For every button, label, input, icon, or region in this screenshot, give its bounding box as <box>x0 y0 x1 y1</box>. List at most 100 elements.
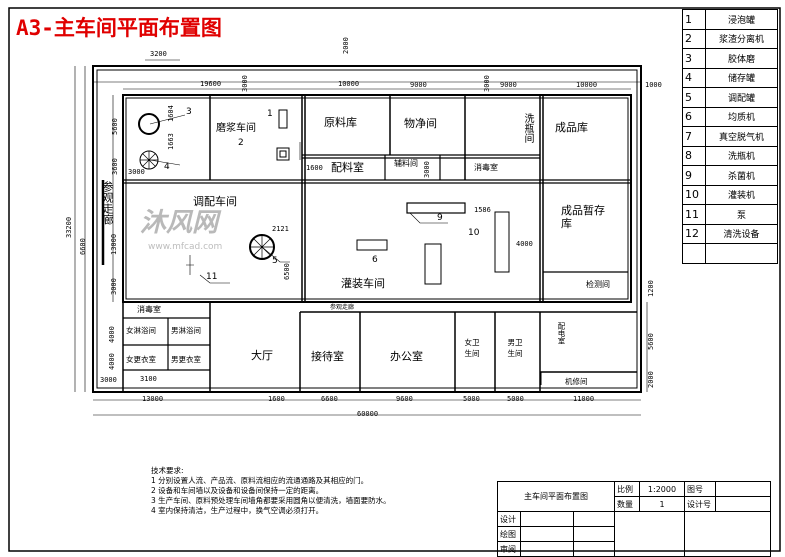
dim: 6500 <box>283 263 291 280</box>
room-female-wc: 女卫生间 <box>464 338 480 358</box>
legend-no: 9 <box>682 165 706 186</box>
dim: 3000 <box>241 75 249 92</box>
dim: 1600 <box>268 395 285 403</box>
dim: 3100 <box>140 375 157 383</box>
production-wall <box>122 94 632 303</box>
legend-name: 真空脱气机 <box>705 126 778 147</box>
room-hall: 大厅 <box>251 349 273 362</box>
room-corridor: 参观走廊 <box>101 181 114 225</box>
sheet-border <box>8 7 781 552</box>
legend-no: 11 <box>682 204 706 225</box>
legend-no: 12 <box>682 223 706 244</box>
requirement-item: 3 生产车间、原料预处理车间墙角都要采用圆角以便清洗，墙面要防水。 <box>151 496 391 505</box>
dim: 10000 <box>338 80 360 88</box>
room-inspection: 检测间 <box>586 280 610 289</box>
legend-no: 4 <box>682 67 706 88</box>
room-male-wc: 男卫生间 <box>507 338 523 358</box>
requirements-heading: 技术要求: <box>151 466 184 475</box>
dim: 1663 <box>167 133 175 150</box>
room-raw-store: 原料库 <box>324 116 357 129</box>
dim: 1000 <box>645 81 662 89</box>
drawing-no-label: 图号 <box>684 481 716 497</box>
dim: 1604 <box>167 105 175 122</box>
dim: 4000 <box>516 240 533 248</box>
room-male-locker: 男更衣室 <box>171 355 201 364</box>
dim: 1600 <box>306 164 323 172</box>
legend-name: 浸泡罐 <box>705 9 778 30</box>
dim: 3200 <box>150 50 167 58</box>
dim: 6600 <box>79 238 87 255</box>
legend-no: 7 <box>682 126 706 147</box>
room-disinfect-top: 消毒室 <box>474 163 498 172</box>
drawing-title: A3-主车间平面布置图 <box>16 16 222 40</box>
room-female-locker: 女更衣室 <box>126 355 156 364</box>
drafter-label: 绘图 <box>497 526 521 542</box>
requirement-item: 4 室内保持清洁，生产过程中，换气空调必须打开。 <box>151 506 324 515</box>
room-grinding: 磨浆车间 <box>216 123 256 134</box>
room-office: 办公室 <box>390 350 423 363</box>
dim: 3000 <box>423 161 431 178</box>
watermark-logo: 沐风网 <box>140 208 219 238</box>
quantity-label: 数量 <box>614 496 640 512</box>
legend-name: 清洗设备 <box>705 223 778 244</box>
equipment-label: 10 <box>468 228 480 238</box>
dim: 9000 <box>500 81 517 89</box>
room-filling: 灌装车间 <box>341 277 385 290</box>
dim: 33200 <box>65 216 73 238</box>
dim: 5600 <box>111 118 119 135</box>
room-reception: 接待室 <box>311 350 344 363</box>
room-male-shower: 男淋浴间 <box>171 326 201 335</box>
design-no-label: 设计号 <box>684 496 716 512</box>
room-bottle-wash: 洗瓶间 <box>522 113 533 143</box>
outer-wall <box>92 65 642 393</box>
legend-name: 调配罐 <box>705 87 778 108</box>
dim: 6600 <box>321 395 338 403</box>
dim: 4000 <box>108 353 116 370</box>
dim: 2000 <box>342 37 350 54</box>
quantity-value: 1 <box>639 496 685 512</box>
dim: 11000 <box>573 395 595 403</box>
room-clean: 物净间 <box>404 117 437 130</box>
equipment-label: 1 <box>267 109 273 119</box>
scale-label: 比例 <box>614 481 640 497</box>
watermark-url: www.mfcad.com <box>148 242 223 252</box>
legend-no: 6 <box>682 106 706 127</box>
equipment-label: 4 <box>164 162 170 172</box>
reviewer-label: 审阅 <box>497 541 521 557</box>
requirement-item: 1 分别设置人流、产品流、原料流相应的流通通路及其相应的门。 <box>151 476 369 485</box>
legend-name: 储存罐 <box>705 67 778 88</box>
legend-name: 胶体磨 <box>705 48 778 69</box>
scale-value: 1:2000 <box>639 481 685 497</box>
legend-name: 均质机 <box>705 106 778 127</box>
legend-no: 2 <box>682 28 706 49</box>
room-batching: 配料室 <box>331 161 364 174</box>
equipment-label: 5 <box>272 256 278 266</box>
equipment-label: 11 <box>206 272 218 282</box>
legend-no: 8 <box>682 145 706 166</box>
room-auxiliary: 辅料间 <box>394 159 418 168</box>
room-product-store: 成品库 <box>555 121 588 134</box>
dim: 13000 <box>142 395 164 403</box>
dim: 19600 <box>200 80 222 88</box>
drawing-name: 主车间平面布置图 <box>497 481 615 512</box>
dim: 1200 <box>647 280 655 297</box>
room-female-shower: 女淋浴间 <box>126 326 156 335</box>
room-corridor-bottom: 参观走廊 <box>330 304 355 311</box>
room-disinfect-bottom: 消毒室 <box>137 305 161 314</box>
legend-no: 3 <box>682 48 706 69</box>
dim: 3000 <box>110 278 118 295</box>
dim: 3000 <box>128 168 145 176</box>
equipment-label: 6 <box>372 255 378 265</box>
dim: 3600 <box>111 158 119 175</box>
